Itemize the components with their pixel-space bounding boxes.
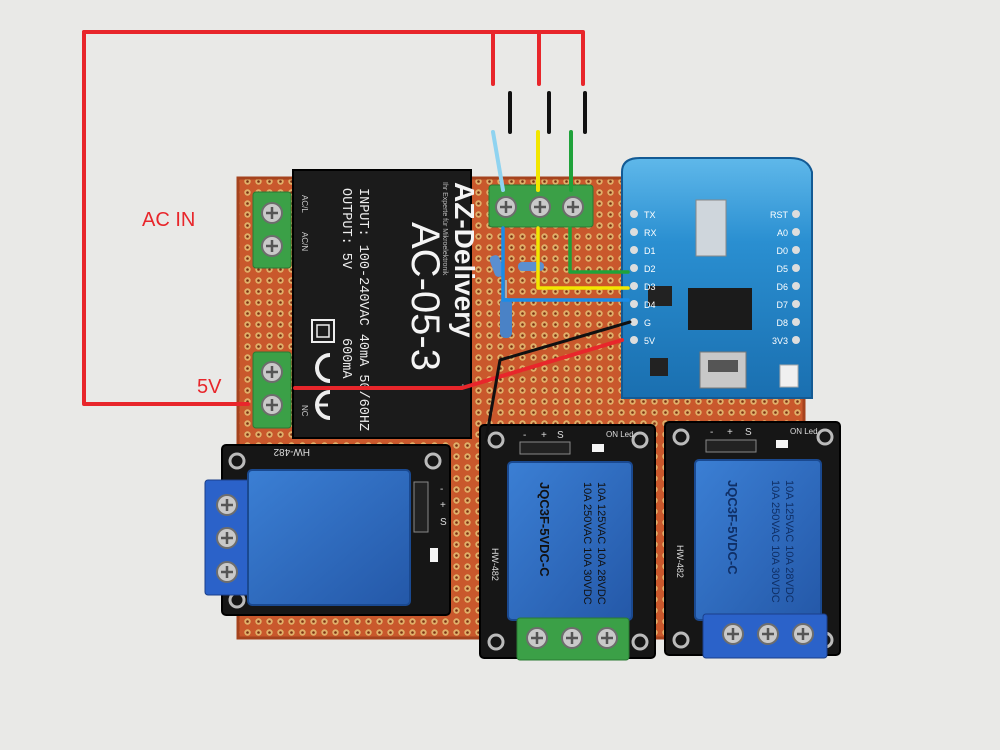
relay-2-pin-minus: -: [523, 430, 526, 441]
five-v-terminal: [252, 351, 292, 429]
pin-d5: D5: [776, 264, 788, 274]
pin-acn-label: AC/N: [300, 232, 309, 251]
pin-3v3: 3V3: [772, 336, 788, 346]
relay-1-pin-s: S: [440, 517, 447, 528]
relay-3-pin-plus: +: [727, 427, 733, 438]
relay-3-led-label: ON Led: [790, 427, 818, 436]
square-mark-icon: [311, 319, 335, 343]
d1-mini-board: [621, 157, 813, 399]
output-spec-label: OUTPUT: 5V: [338, 188, 353, 270]
five-v-annotation: 5V: [197, 376, 222, 398]
relay-2-rating-2: 10A 125VAC 10A 28VDC: [595, 482, 607, 605]
relay-3-id: HW-482: [675, 545, 685, 578]
model-label: AC-05-3: [403, 222, 447, 371]
wire-red-left: [82, 30, 250, 406]
brand-label: AZ-Delivery: [449, 182, 480, 338]
relay-1-id: HW-482: [273, 446, 310, 457]
wire-green-route: [568, 226, 630, 274]
d1-right-pins: RST A0 D0 D5 D6 D7 D8 3V3: [770, 210, 800, 346]
relay-3-pin-minus: -: [710, 427, 713, 438]
wire-black-gnd: [484, 320, 632, 442]
relay-2-id: HW-482: [490, 548, 500, 581]
wire-red-main: [82, 30, 585, 86]
wire-yellow-route: [536, 226, 630, 290]
pin-acl-label: AC/L: [300, 195, 309, 213]
relay-module-2: - + S ON Led HW-482 JQC3F-5VDC-C 10A 250…: [479, 424, 656, 661]
pin-tx: TX: [644, 210, 656, 220]
ac-in-annotation: AC IN: [142, 209, 195, 231]
relay-2-part: JQC3F-5VDC-C: [537, 482, 552, 577]
pin-d8: D8: [776, 318, 788, 328]
pin-d4: D4: [644, 300, 656, 310]
d1-left-pins: TX RX D1 D2 D3 D4 G 5V: [630, 210, 657, 346]
pin-rst: RST: [770, 210, 789, 220]
pin-nc-label: NC: [300, 405, 309, 417]
relay-2-led-label: ON Led: [606, 430, 634, 439]
pin-g: G: [644, 318, 651, 328]
wire-blue-route: [501, 226, 630, 302]
pin-d6: D6: [776, 282, 788, 292]
relay-3-part: JQC3F-5VDC-C: [725, 480, 740, 575]
relay-2-pin-s: S: [557, 430, 564, 441]
ce-mark-icon: [315, 353, 331, 420]
power-module: AC/L AC/N NC + AZ-Delivery Ihr Experte f…: [292, 169, 480, 439]
pin-rx: RX: [644, 228, 657, 238]
relay-3-rating-1: 10A 250VAC 10A 30VDC: [769, 480, 781, 603]
pin-d0: D0: [776, 246, 788, 256]
relay-3-pin-s: S: [745, 427, 752, 438]
wire-red-5v: [293, 338, 624, 390]
pin-d3: D3: [644, 282, 656, 292]
pin-d7: D7: [776, 300, 788, 310]
relay-1-pin-minus: -: [440, 484, 443, 495]
relay-2-pin-plus: +: [541, 430, 547, 441]
relay-2-rating-1: 10A 250VAC 10A 30VDC: [581, 482, 593, 605]
relay-module-1: HW-482 S + -: [204, 444, 451, 616]
output-current-label: 600mA: [338, 338, 353, 379]
ac-in-terminal: [252, 191, 292, 269]
pin-d2: D2: [644, 264, 656, 274]
input-spec-label: INPUT: 100-240VAC 40mA 50/60HZ: [355, 188, 370, 431]
wire-lightblue: [491, 130, 505, 192]
tagline-label: Ihr Experte für Mikroelektronik: [441, 182, 448, 276]
relay-3-rating-2: 10A 125VAC 10A 28VDC: [783, 480, 795, 603]
pin-5v: 5V: [644, 336, 655, 346]
sensor-terminal: [488, 184, 594, 228]
pin-a0: A0: [777, 228, 788, 238]
relay-1-pin-plus: +: [440, 500, 446, 511]
pin-d1: D1: [644, 246, 656, 256]
drawn-wires: [82, 30, 632, 442]
relay-module-3: - + S ON Led HW-482 JQC3F-5VDC-C 10A 250…: [664, 421, 841, 659]
